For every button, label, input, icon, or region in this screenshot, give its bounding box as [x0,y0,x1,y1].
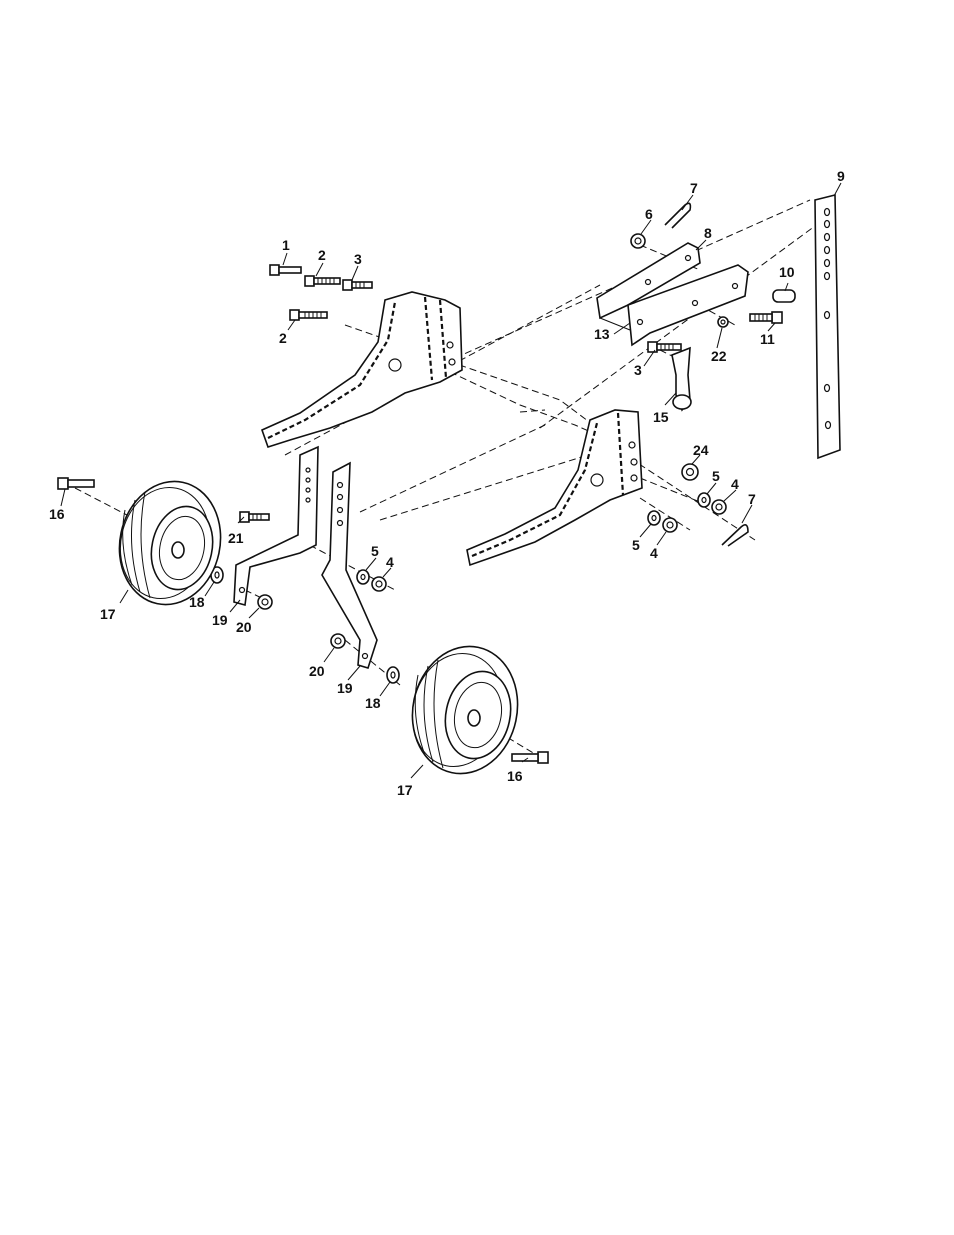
bolt-2b [290,310,327,320]
callout-3: 3 [634,362,642,378]
callout-11: 11 [760,331,775,347]
nut-4b [663,518,677,532]
nut-20a [258,595,272,609]
washer-5c [357,570,369,584]
callout-16: 16 [49,506,65,522]
callout-21: 21 [228,530,244,546]
pin-10 [773,290,795,302]
washer-18b [387,667,399,683]
callout-19: 19 [212,612,228,628]
callout-18: 18 [365,695,381,711]
washer-5b [648,511,660,525]
callout-6: 6 [645,206,653,222]
washer-22 [718,317,728,327]
callout-19: 19 [337,680,353,696]
bolt-2a [305,276,340,286]
callout-18: 18 [189,594,205,610]
callout-20: 20 [309,663,325,679]
nut-4a [712,500,726,514]
callout-4: 4 [731,476,739,492]
callout-4: 4 [386,554,394,570]
callout-16: 16 [507,768,523,784]
depth-stake-bar [815,195,840,458]
right-frame-bracket [467,410,642,565]
washer-5a [698,493,710,507]
wheel-bracket-left [234,447,318,605]
latch [672,348,691,410]
wheel-right [401,637,529,784]
bolt-1 [270,265,301,275]
nut-4c [372,577,386,591]
callout-17: 17 [397,782,413,798]
callout-13: 13 [594,326,610,342]
callout-1: 1 [282,237,290,253]
axle-bolt-16a [58,478,94,489]
nut-20b [331,634,345,648]
callout-15: 15 [653,409,669,425]
callout-2: 2 [279,330,287,346]
callout-17: 17 [100,606,116,622]
callout-2: 2 [318,247,326,263]
callout-5: 5 [632,537,640,553]
bolt-21 [240,512,269,522]
callout-5: 5 [712,468,720,484]
bolt-3b [648,342,681,352]
callout-10: 10 [779,264,795,280]
callout-7: 7 [748,491,756,507]
callout-3: 3 [354,251,362,267]
bolt-3a [343,280,372,290]
callout-22: 22 [711,348,727,364]
bolt-11 [750,312,782,323]
axle-bolt-16b [512,752,548,763]
callout-8: 8 [704,225,712,241]
callout-20: 20 [236,619,252,635]
callout-24: 24 [693,442,709,458]
nut-24 [682,464,698,480]
callout-4: 4 [650,545,658,561]
callout-7: 7 [690,180,698,196]
callout-9: 9 [837,168,845,184]
nut-6 [631,234,645,248]
callout-5: 5 [371,543,379,559]
